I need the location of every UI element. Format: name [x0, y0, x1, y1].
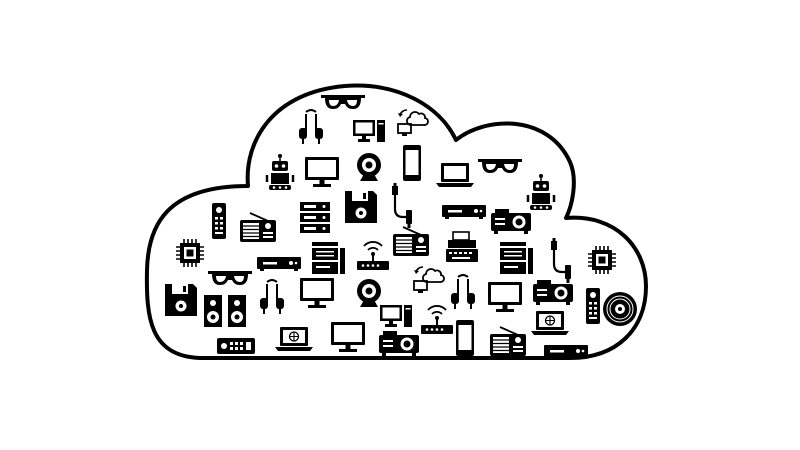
set-top-box-icon — [257, 257, 301, 271]
smartphone-icon — [403, 145, 421, 181]
laptop-icon — [275, 327, 313, 351]
cd-disc-icon — [602, 291, 638, 327]
server-icon — [300, 202, 330, 233]
dvd-player-icon — [442, 205, 486, 219]
laptop-icon — [531, 311, 569, 335]
smartphone-icon — [456, 320, 474, 356]
floppy-disk-icon — [165, 284, 197, 316]
cpu-chip-icon — [175, 238, 205, 268]
remote-control-icon — [212, 203, 226, 239]
remote-control-icon — [217, 338, 255, 354]
floppy-disk-icon — [345, 191, 377, 223]
dvd-player-icon — [544, 345, 588, 359]
remote-control-icon — [586, 288, 600, 324]
laptop-icon — [436, 163, 474, 187]
cpu-chip-icon — [587, 245, 617, 275]
